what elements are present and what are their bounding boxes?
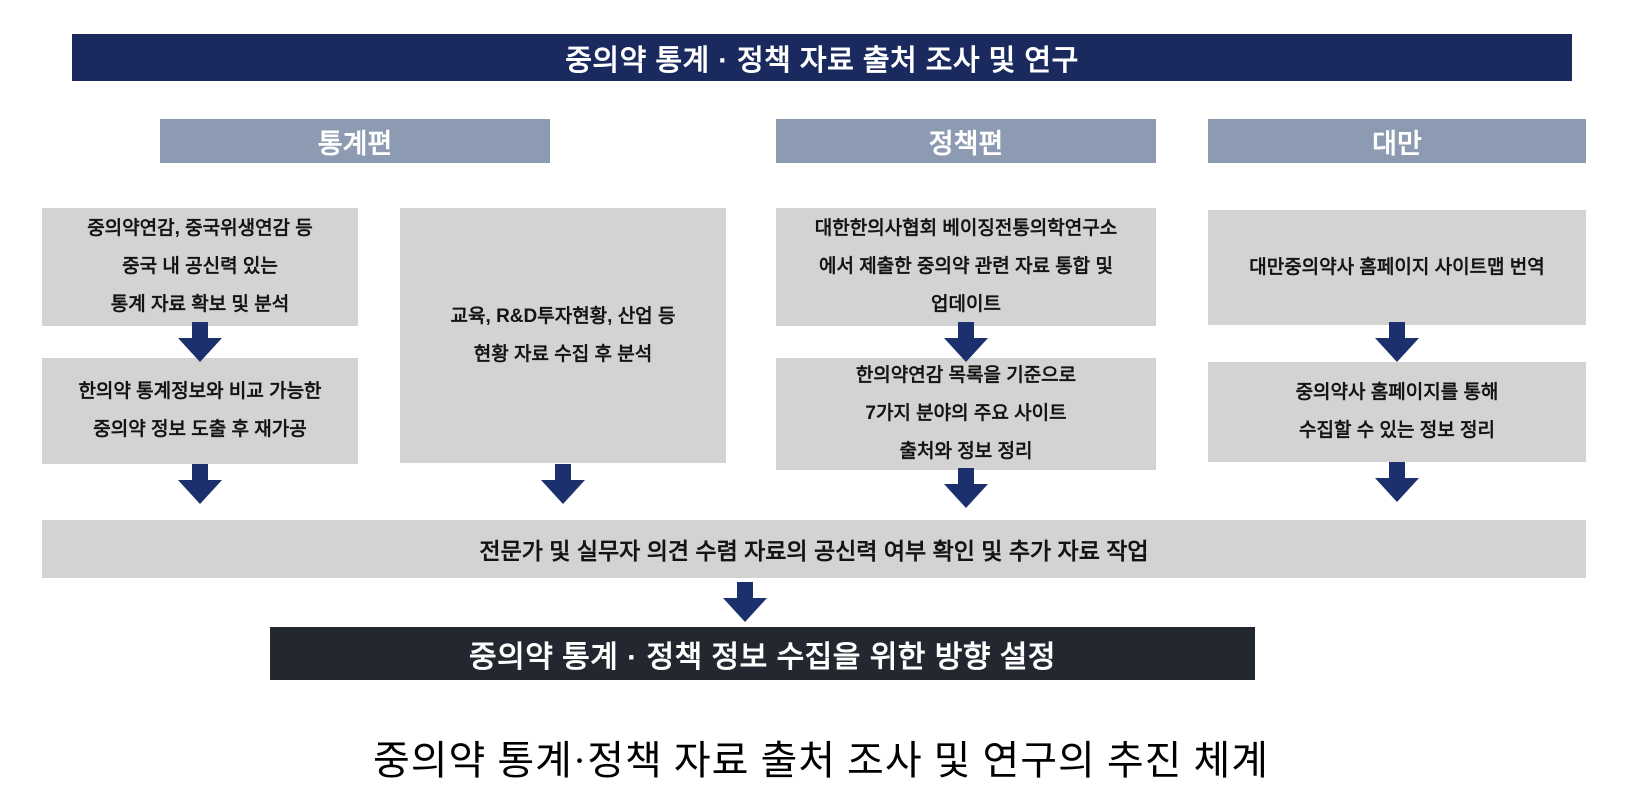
review-merge-bar: 전문가 및 실무자 의견 수렴 자료의 공신력 여부 확인 및 추가 자료 작업 xyxy=(42,520,1586,578)
policy-box-site-sources: 한의약연감 목록을 기준으로 7가지 분야의 주요 사이트 출처와 정보 정리 xyxy=(776,358,1156,470)
stats-box-reprocess: 한의약 통계정보와 비교 가능한 중의약 정보 도출 후 재가공 xyxy=(42,358,358,464)
down-arrow-icon xyxy=(176,464,224,504)
section-header-policy: 정책편 xyxy=(776,119,1156,163)
down-arrow-icon xyxy=(942,322,990,362)
down-arrow-icon xyxy=(1373,322,1421,362)
figure-caption: 중의약 통계·정책 자료 출처 조사 및 연구의 추진 체계 xyxy=(372,738,1270,783)
stats-box-source-data: 중의약연감, 중국위생연감 등 중국 내 공신력 있는 통계 자료 확보 및 분… xyxy=(42,208,358,326)
down-arrow-icon xyxy=(721,582,769,622)
down-arrow-icon xyxy=(539,464,587,504)
stats-box-status-analysis: 교육, R&D투자현황, 산업 등 현황 자료 수집 후 분석 xyxy=(400,208,726,463)
down-arrow-icon xyxy=(942,468,990,508)
section-header-statistics: 통계편 xyxy=(160,119,550,163)
diagram-title-bar: 중의약 통계 · 정책 자료 출처 조사 및 연구 xyxy=(72,34,1572,81)
result-direction-box: 중의약 통계 · 정책 정보 수집을 위한 방향 설정 xyxy=(270,627,1255,680)
policy-box-integration: 대한한의사협회 베이징전통의학연구소 에서 제출한 중의약 관련 자료 통합 및… xyxy=(776,208,1156,326)
taiwan-box-info-organize: 중의약사 홈페이지를 통해 수집할 수 있는 정보 정리 xyxy=(1208,362,1586,462)
taiwan-box-sitemap-translation: 대만중의약사 홈페이지 사이트맵 번역 xyxy=(1208,210,1586,325)
down-arrow-icon xyxy=(1373,462,1421,502)
section-header-taiwan: 대만 xyxy=(1208,119,1586,163)
down-arrow-icon xyxy=(176,322,224,362)
